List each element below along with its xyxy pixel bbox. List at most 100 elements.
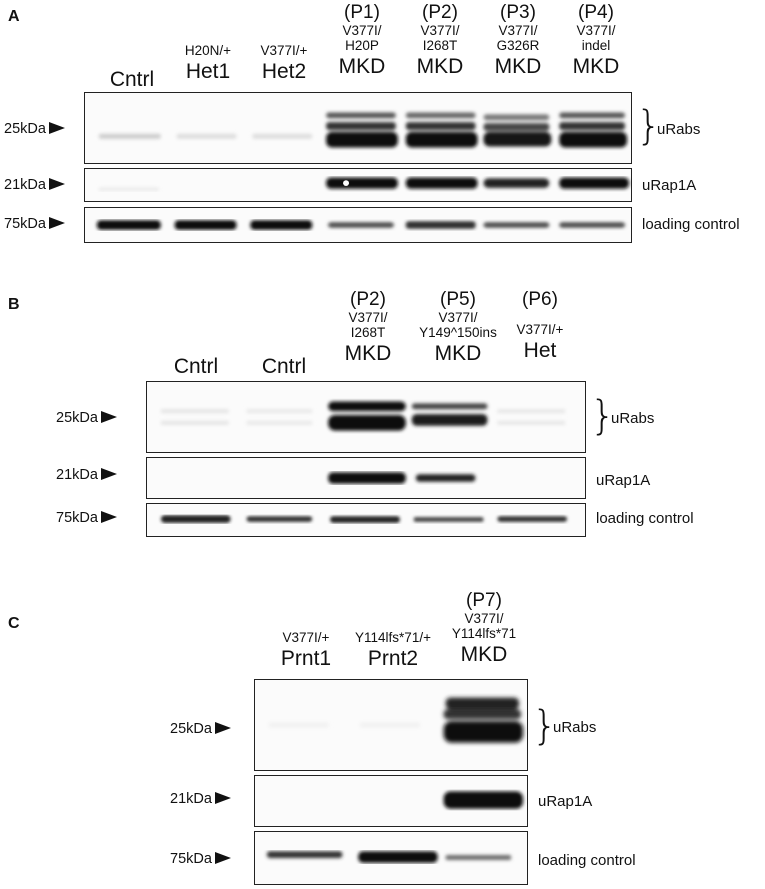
panel-b-lane-4-header: (P5) V377I/ Y149^150ins MKD: [410, 289, 506, 366]
lane-patient-id: (P4): [578, 2, 614, 23]
panel-b-lane-3-header: (P2) V377I/ I268T MKD: [328, 289, 408, 366]
lane-genotype: V377I/ I268T: [348, 310, 388, 341]
panel-a-lane-1-header: Cntrl: [92, 66, 172, 92]
mw-label: 25kDa: [56, 410, 98, 426]
blot-a-urabs: [84, 92, 632, 164]
mw-marker: 25kDa: [56, 410, 117, 426]
blot-b-urabs: [146, 381, 586, 453]
lane-genotype: V377I/ indel: [576, 23, 616, 54]
blot-bands: [268, 697, 524, 743]
blot-bands: [160, 515, 568, 523]
panel-a-letter: A: [8, 8, 20, 25]
panel-b-lane-5-header: (P6) V377I/+ Het: [500, 289, 580, 363]
panel-c-lane-3-header: (P7) V377I/ Y114lfs*71 MKD: [436, 590, 532, 667]
lane-patient-id: (P2): [350, 289, 386, 310]
lane-group: Prnt2: [367, 647, 419, 671]
lane-genotype: V377I/ G326R: [496, 23, 540, 54]
marker-arrow-icon: [48, 122, 65, 135]
lane-group: Cntrl: [173, 355, 219, 378]
panel-a-lane-4-header: (P1) V377I/ H20P MKD: [322, 2, 402, 79]
blot-bands: [443, 791, 524, 809]
row-label-urabs: }: [532, 706, 557, 746]
blot-b-urap1a: [146, 457, 586, 499]
row-label-text: loading control: [596, 510, 694, 527]
panel-a-lane-7-header: (P4) V377I/ indel MKD: [556, 2, 636, 79]
blot-c-urap1a: [254, 775, 528, 827]
lane-group: MKD: [434, 342, 482, 366]
marker-arrow-icon: [100, 468, 117, 481]
lane-group: Het: [523, 339, 557, 363]
panel-b-lane-1-header: Cntrl: [156, 353, 236, 379]
lane-genotype: V377I/ Y114lfs*71: [451, 611, 517, 642]
mw-marker: 75kDa: [56, 510, 117, 526]
blot-bands: [96, 220, 626, 230]
blot-bands: [266, 851, 512, 863]
lane-group: Het2: [261, 60, 307, 84]
row-label-text: uRap1A: [538, 793, 593, 810]
marker-arrow-icon: [48, 217, 65, 230]
mw-label: 25kDa: [170, 721, 212, 737]
lane-group: MKD: [338, 55, 386, 79]
marker-arrow-icon: [214, 722, 231, 735]
lane-patient-id: (P7): [466, 590, 502, 611]
mw-marker: 21kDa: [56, 467, 117, 483]
lane-group: Cntrl: [261, 355, 307, 378]
panel-a-lane-2-header: H20N/+ Het1: [168, 43, 248, 84]
blot-bands: [328, 472, 476, 484]
lane-group: MKD: [572, 55, 620, 79]
mw-marker: 25kDa: [170, 721, 231, 737]
lane-genotype: V377I/+: [282, 630, 330, 645]
mw-marker: 25kDa: [4, 121, 65, 137]
lane-genotype: Y114lfs*71/+: [355, 630, 431, 645]
lane-group: MKD: [460, 643, 508, 667]
marker-arrow-icon: [48, 178, 65, 191]
lane-genotype: V377I/+: [260, 43, 308, 58]
brace-icon: }: [590, 393, 616, 439]
brace-icon: }: [636, 103, 662, 149]
panel-c-lane-1-header: V377I/+ Prnt1: [256, 630, 356, 671]
lane-patient-id: (P1): [344, 2, 380, 23]
mw-label: 21kDa: [56, 467, 98, 483]
lane-group: Prnt1: [280, 647, 332, 671]
mw-label: 25kDa: [4, 121, 46, 137]
mw-label: 21kDa: [4, 177, 46, 193]
lane-group: MKD: [344, 342, 392, 366]
lane-group: MKD: [494, 55, 542, 79]
mw-label: 75kDa: [4, 216, 46, 232]
panel-a-lane-6-header: (P3) V377I/ G326R MKD: [478, 2, 558, 79]
blot-a-loading-control: [84, 207, 632, 243]
panel-c-lane-2-header: Y114lfs*71/+ Prnt2: [338, 630, 448, 671]
panel-b-letter: B: [8, 296, 20, 313]
mw-label: 75kDa: [170, 851, 212, 867]
lane-genotype: V377I/ Y149^150ins: [419, 310, 497, 341]
marker-arrow-icon: [100, 511, 117, 524]
panel-a-lane-3-header: V377I/+ Het2: [244, 43, 324, 84]
brace-icon: }: [532, 703, 558, 749]
marker-arrow-icon: [214, 792, 231, 805]
blot-b-loading-control: [146, 503, 586, 537]
row-label-text: loading control: [538, 852, 636, 869]
marker-arrow-icon: [100, 411, 117, 424]
panel-a-lane-5-header: (P2) V377I/ I268T MKD: [400, 2, 480, 79]
mw-marker: 21kDa: [4, 177, 65, 193]
row-label-text: uRabs: [657, 121, 701, 138]
row-label-text: uRap1A: [596, 472, 651, 489]
blot-bands: [160, 401, 566, 431]
row-label-text: uRabs: [553, 719, 597, 736]
lane-patient-id: (P3): [500, 2, 536, 23]
lane-genotype: H20N/+: [184, 43, 232, 58]
lane-patient-id: (P6): [522, 289, 558, 310]
lane-group: MKD: [416, 55, 464, 79]
row-label-urabs: }: [636, 106, 661, 146]
row-label-text: uRap1A: [642, 177, 697, 194]
lane-genotype: V377I/+: [516, 322, 564, 338]
blot-a-urap1a: [84, 168, 632, 202]
panel-c-letter: C: [8, 615, 20, 632]
lane-group: Cntrl: [109, 68, 155, 91]
lane-group: Het1: [185, 60, 231, 84]
marker-arrow-icon: [214, 852, 231, 865]
row-label-text: uRabs: [611, 410, 655, 427]
row-label-urabs: }: [590, 396, 615, 436]
row-label-text: loading control: [642, 216, 740, 233]
mw-label: 21kDa: [170, 791, 212, 807]
